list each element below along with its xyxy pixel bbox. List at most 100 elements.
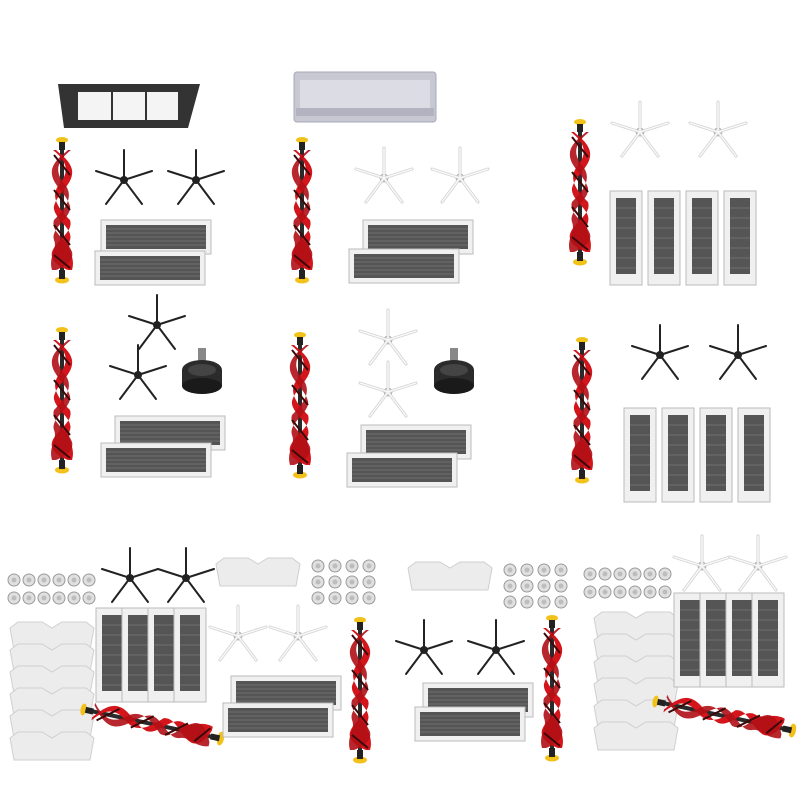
- side-brush-icon: [467, 619, 525, 675]
- side-brush-icon: [167, 149, 225, 205]
- washer-icon: [503, 579, 517, 593]
- washer-icon: [554, 563, 568, 577]
- side-brush-icon: [208, 604, 268, 662]
- side-brush-icon: [354, 146, 414, 204]
- washer-icon: [345, 559, 359, 573]
- hepa-filter-icon: [751, 592, 785, 688]
- kit-4: [50, 294, 226, 478]
- washer-icon: [520, 563, 534, 577]
- mop-cloth-stack: [593, 611, 679, 751]
- washer-icon: [52, 591, 66, 605]
- washer-icon: [554, 579, 568, 593]
- side-brush-icon: [709, 324, 767, 380]
- side-brush-icon: [358, 360, 418, 418]
- washer-icon: [328, 591, 342, 605]
- side-brush-icon: [358, 308, 418, 366]
- washer-icon: [37, 573, 51, 587]
- hepa-filter-icon: [173, 607, 207, 703]
- side-brush-icon: [128, 294, 186, 350]
- washer-icon: [7, 573, 21, 587]
- main-roller-brush-icon: [288, 331, 312, 480]
- main-roller-brush-icon: [50, 326, 74, 475]
- hepa-filter-icon: [609, 190, 643, 286]
- washer-icon: [67, 591, 81, 605]
- washer-icon: [643, 585, 657, 599]
- washer-set: [7, 573, 96, 605]
- washer-icon: [82, 591, 96, 605]
- washer-icon: [22, 573, 36, 587]
- main-roller-brush-icon: [78, 698, 226, 750]
- side-brush-icon: [631, 324, 689, 380]
- side-brush-icon: [688, 100, 748, 158]
- washer-icon: [328, 575, 342, 589]
- side-brush-icon: [672, 534, 732, 592]
- washer-icon: [311, 575, 325, 589]
- hepa-filter-icon: [348, 248, 460, 284]
- washer-set: [311, 559, 376, 605]
- side-brush-icon: [430, 146, 490, 204]
- side-brush-icon: [610, 100, 670, 158]
- kit-10: [583, 534, 798, 751]
- hepa-filter-icon: [222, 702, 334, 738]
- hepa-filter-icon: [661, 407, 695, 503]
- kit-5: [288, 308, 474, 488]
- washer-icon: [345, 591, 359, 605]
- washer-icon: [7, 591, 21, 605]
- kit-7: [7, 547, 226, 761]
- washer-icon: [537, 595, 551, 609]
- washer-icon: [583, 567, 597, 581]
- washer-icon: [328, 559, 342, 573]
- side-brush-icon: [101, 547, 159, 603]
- main-roller-brush-icon: [570, 336, 594, 485]
- hepa-filter-icon: [100, 442, 212, 478]
- washer-set: [583, 567, 672, 599]
- washer-icon: [503, 563, 517, 577]
- washer-icon: [537, 563, 551, 577]
- kit-3: [568, 100, 757, 286]
- washer-icon: [598, 585, 612, 599]
- washer-icon: [613, 567, 627, 581]
- washer-icon: [52, 573, 66, 587]
- side-brush-icon: [157, 547, 215, 603]
- washer-icon: [362, 575, 376, 589]
- side-brush-icon: [268, 604, 328, 662]
- brush-cover-icon: [293, 71, 437, 123]
- brush-cover-icon: [58, 84, 200, 128]
- hepa-filter-icon: [623, 407, 657, 503]
- side-brush-icon: [395, 619, 453, 675]
- hepa-filter-icon: [737, 407, 771, 503]
- washer-icon: [362, 591, 376, 605]
- washer-icon: [520, 579, 534, 593]
- main-roller-brush-icon: [50, 136, 74, 285]
- side-brush-icon: [728, 534, 788, 592]
- washer-icon: [554, 595, 568, 609]
- main-roller-brush-icon: [348, 616, 372, 765]
- washer-icon: [628, 567, 642, 581]
- side-brush-icon: [95, 149, 153, 205]
- mop-cloth-stack: [9, 621, 95, 761]
- caster-wheel-icon: [182, 348, 222, 394]
- main-roller-brush-icon: [540, 614, 564, 763]
- main-roller-brush-icon: [568, 118, 592, 267]
- hepa-filter-icon: [647, 190, 681, 286]
- hepa-filter-icon: [685, 190, 719, 286]
- washer-icon: [613, 585, 627, 599]
- caster-wheel-icon: [434, 348, 474, 394]
- kit-8: [208, 557, 376, 765]
- washer-icon: [22, 591, 36, 605]
- main-roller-brush-icon: [290, 136, 314, 285]
- washer-icon: [311, 591, 325, 605]
- washer-icon: [67, 573, 81, 587]
- washer-icon: [520, 595, 534, 609]
- side-brush-icon: [109, 344, 167, 400]
- kit-1: [50, 84, 225, 286]
- washer-icon: [537, 579, 551, 593]
- washer-icon: [628, 585, 642, 599]
- washer-icon: [311, 559, 325, 573]
- washer-icon: [658, 567, 672, 581]
- washer-icon: [643, 567, 657, 581]
- kit-9: [395, 561, 568, 763]
- hepa-filter-icon: [100, 219, 212, 255]
- hepa-filter-icon: [346, 452, 458, 488]
